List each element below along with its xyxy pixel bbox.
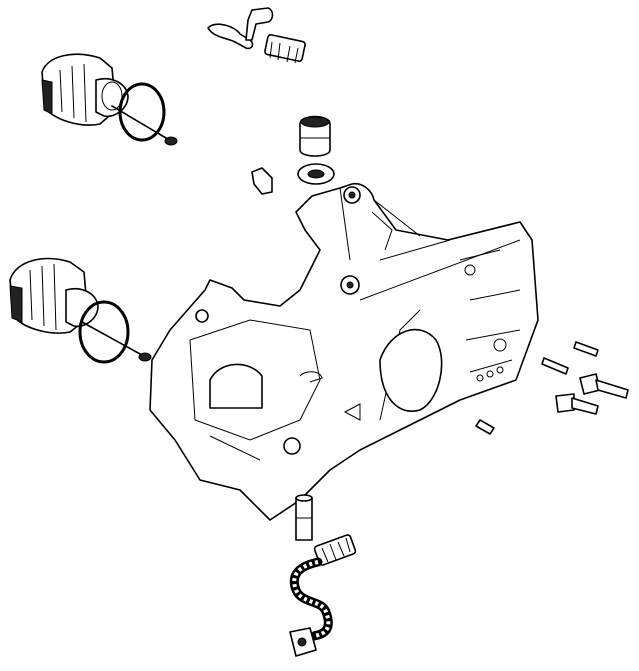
crankcase bbox=[149, 182, 539, 521]
o-ring-left bbox=[78, 300, 130, 364]
oil-filter-with-hose-bottom bbox=[289, 534, 357, 657]
fuel-hose-with-filter-top bbox=[207, 7, 306, 64]
small-stud bbox=[475, 419, 495, 435]
o-ring-top bbox=[118, 82, 166, 142]
plug bbox=[251, 167, 273, 195]
studs-right bbox=[541, 341, 599, 375]
valve-with-seal bbox=[297, 115, 335, 185]
screw-top bbox=[111, 105, 178, 146]
fuel-tank-cap-left bbox=[9, 257, 99, 334]
oil-pickup-tube bbox=[295, 494, 313, 541]
oil-tank-cap-top bbox=[41, 53, 129, 126]
collar-studs-right bbox=[555, 373, 629, 415]
screw-left bbox=[81, 321, 152, 362]
